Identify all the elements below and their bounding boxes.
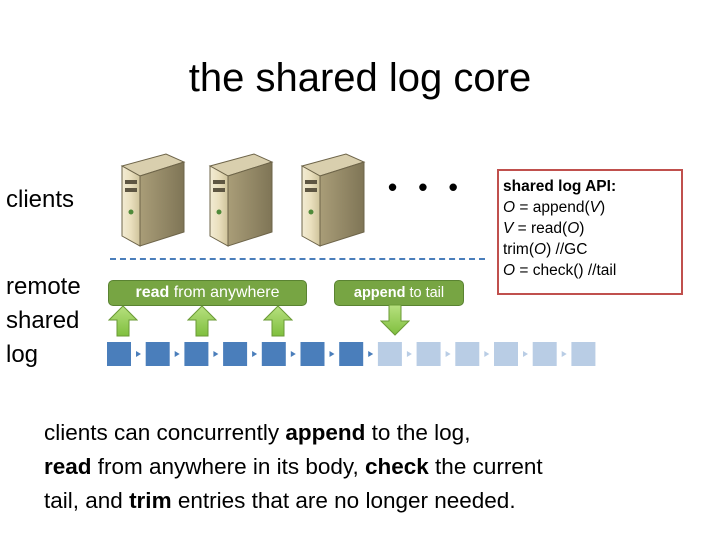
client-log-divider xyxy=(110,258,485,260)
log-link-arrow xyxy=(523,351,528,357)
log-link-arrow xyxy=(290,351,296,357)
log-entry-empty xyxy=(532,342,557,366)
log-label-line: log xyxy=(6,341,39,368)
log-link-arrow xyxy=(329,351,335,357)
api-line-trim: trim(O) //GC xyxy=(503,241,588,258)
log-entry-filled xyxy=(107,342,131,366)
log-entry-filled xyxy=(184,342,209,366)
description-line: clients can concurrently append to the l… xyxy=(44,420,471,445)
append-to-tail-pill: append to tail xyxy=(334,280,464,306)
server-icon xyxy=(120,153,186,247)
log-link-arrow xyxy=(484,351,490,357)
remote-label-line: remote xyxy=(6,273,81,300)
api-line-read: V = read(O) xyxy=(503,220,585,237)
log-link-arrow xyxy=(252,351,258,357)
description-text: clients can concurrently append to the l… xyxy=(44,416,543,518)
shared-label-line: shared xyxy=(6,307,80,334)
description-line: read from anywhere in its body, check th… xyxy=(44,454,543,479)
log-entry-filled xyxy=(223,342,248,366)
log-link-arrow xyxy=(445,351,451,357)
arrow-up-icon xyxy=(263,305,293,337)
log-entry-filled xyxy=(145,342,170,366)
log-entry-empty xyxy=(571,342,596,366)
api-box: shared log API: O = append(V) V = read(O… xyxy=(497,169,683,295)
log-entry-filled xyxy=(300,342,325,366)
arrow-up-icon xyxy=(108,305,138,337)
log-link-arrow xyxy=(368,351,374,357)
log-entry-empty xyxy=(455,342,480,366)
log-link-arrow xyxy=(174,351,180,357)
log-entries xyxy=(107,342,596,366)
log-entry-empty xyxy=(377,342,402,366)
log-entry-filled xyxy=(261,342,286,366)
more-clients-ellipsis: • • • xyxy=(388,172,465,202)
server-icon xyxy=(300,153,366,247)
description-line: tail, and trim entries that are no longe… xyxy=(44,488,516,513)
log-link-arrow xyxy=(406,351,412,357)
clients-label: clients xyxy=(6,186,75,213)
log-entry-empty xyxy=(416,342,441,366)
log-entry-filled xyxy=(339,342,364,366)
read-from-anywhere-pill: read from anywhere xyxy=(108,280,307,306)
arrow-down-icon xyxy=(380,304,410,336)
api-line-check: O = check() //tail xyxy=(503,262,617,279)
api-heading: shared log API: xyxy=(503,178,617,195)
api-line-append: O = append(V) xyxy=(503,199,606,216)
remote-shared-log-label: remote shared log xyxy=(6,270,81,372)
arrow-up-icon xyxy=(187,305,217,337)
server-icon xyxy=(208,153,274,247)
log-entry-empty xyxy=(494,342,518,366)
log-link-arrow xyxy=(136,351,141,357)
log-link-arrow xyxy=(561,351,567,357)
page-title: the shared log core xyxy=(188,56,532,100)
log-link-arrow xyxy=(213,351,219,357)
